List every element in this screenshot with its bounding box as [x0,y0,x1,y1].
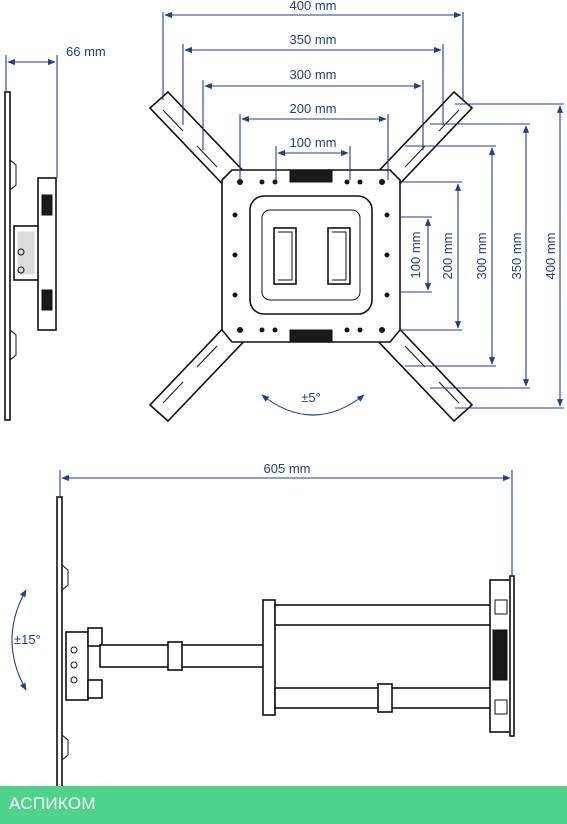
depth-label: 66 mm [66,44,106,59]
width-100-label: 100 mm [290,135,337,150]
side-view-extended [56,496,515,818]
depth-dimension: 66 mm [5,44,106,178]
extension-label: 605 mm [264,461,311,476]
height-350-label: 350 mm [509,233,524,280]
rotation-indicator: ±5° [261,390,365,416]
tilt-label: ±15° [14,632,41,647]
height-100-label: 100 mm [408,232,423,279]
height-dimensions: 100 mm 200 mm 300 mm 350 mm 400 mm [400,103,564,409]
height-200-label: 200 mm [440,233,455,280]
side-profile-thin [4,91,57,421]
vesa-plate-front [148,90,474,423]
width-350-label: 350 mm [290,32,337,47]
brand-label: АСПИКОМ [9,794,96,813]
height-300-label: 300 mm [474,233,489,280]
height-400-label: 400 mm [543,233,558,280]
width-200-label: 200 mm [290,101,337,116]
extension-dimension: 605 mm [59,461,513,576]
width-dimensions: 400 mm 350 mm 300 mm 200 mm 100 mm [162,0,464,180]
rotation-label: ±5° [301,390,321,405]
width-300-label: 300 mm [290,67,337,82]
tilt-indicator: ±15° [11,589,41,691]
width-400-label: 400 mm [290,0,337,13]
brand-footer: АСПИКОМ [0,786,567,824]
